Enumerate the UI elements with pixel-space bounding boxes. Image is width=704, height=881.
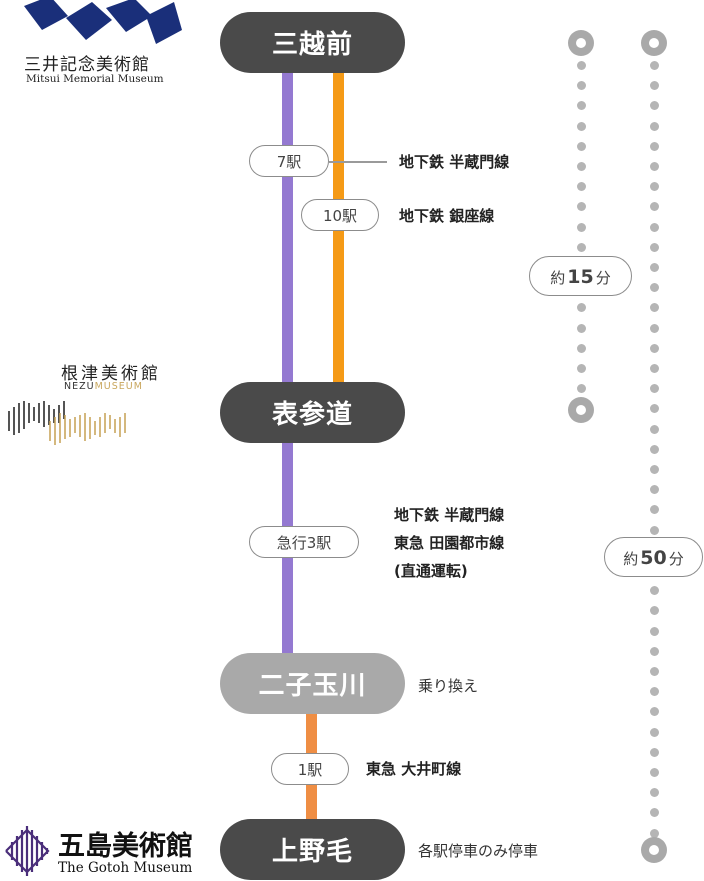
time-dot (577, 343, 586, 353)
ginza-stops-badge: 10駅 (301, 199, 379, 231)
gotoh-name-jp: 五島美術館 (58, 831, 193, 862)
nezu-museum-logo: 根津美術館 NEZUMUSEUM (6, 355, 196, 450)
time-dot (650, 747, 659, 757)
time-dot (650, 586, 659, 596)
nezu-name-en-a: NEZU (64, 381, 95, 392)
nezu-name-jp: 根津美術館 (61, 364, 161, 384)
time-dot (650, 303, 659, 313)
time-dot (650, 606, 659, 616)
time-dot (650, 162, 659, 171)
time-dot (650, 141, 659, 151)
time-dot (650, 505, 659, 515)
time-dot (650, 687, 659, 697)
ginza-line-label: 地下鉄 銀座線 (399, 207, 495, 225)
time-dot (650, 283, 659, 293)
time-dot (650, 182, 659, 192)
time-dot (650, 707, 659, 717)
time-dot (650, 384, 659, 394)
express-stops-badge: 急行3駅 (249, 526, 359, 558)
hanzomon-stops-badge: 7駅 (249, 145, 329, 177)
time-dot (650, 727, 659, 737)
gotoh-emblem-icon (5, 826, 50, 876)
time-dot (650, 485, 659, 495)
hanzomon-line (282, 60, 293, 655)
gotoh-museum-logo: 五島美術館 The Gotoh Museum (0, 822, 205, 880)
time-dot (650, 364, 659, 373)
through-line-label-2: 東急 田園都市線 (394, 534, 505, 552)
time-dot (577, 101, 586, 111)
time-dot (577, 222, 586, 232)
time-dot (650, 525, 659, 535)
nezu-name-en: NEZUMUSEUM (64, 381, 143, 392)
hanzomon-connector (329, 161, 387, 163)
time-dot (650, 323, 659, 333)
start-marker-long (641, 30, 667, 56)
time-prefix: 約 (623, 550, 639, 568)
time-dot (577, 323, 586, 333)
time-dot (577, 121, 586, 131)
time-dot (650, 828, 659, 838)
station-mitsukoshimae[interactable]: 三越前 (220, 12, 405, 73)
time-dot (650, 667, 659, 676)
station-kaminoge[interactable]: 上野毛 (220, 819, 405, 880)
mitsui-name-jp: 三井記念美術館 (24, 55, 150, 75)
time-dot (650, 646, 659, 656)
oimachi-line-label: 東急 大井町線 (366, 760, 462, 778)
mitsui-mark-icon (24, 0, 182, 44)
nezu-name-en-b: MUSEUM (94, 381, 143, 392)
time-dot (650, 202, 659, 212)
oimachi-stops-badge: 1駅 (271, 753, 349, 785)
time-dot (577, 384, 586, 394)
mitsui-name-en: Mitsui Memorial Museum (26, 73, 164, 85)
time-dot (577, 182, 586, 192)
station-futakotamagawa[interactable]: 二子玉川 (220, 653, 405, 714)
time-dot (650, 222, 659, 232)
time-dot (577, 303, 586, 313)
time-dot (577, 61, 586, 70)
time-dot (650, 768, 659, 777)
through-line-label-1: 地下鉄 半蔵門線 (394, 506, 505, 524)
start-marker-short (568, 30, 594, 56)
time-suffix: 分 (595, 269, 611, 287)
time-minutes: 50 (640, 547, 667, 569)
through-line-label-3: (直通運転) (394, 562, 468, 580)
time-dot (650, 404, 659, 414)
nezu-waves-icon (8, 401, 126, 445)
time-dot (577, 162, 586, 171)
gotoh-name-en: The Gotoh Museum (58, 860, 193, 876)
station-omotesando[interactable]: 表参道 (220, 382, 405, 443)
time-badge-long: 約 50 分 (604, 537, 703, 577)
time-dot (650, 444, 659, 454)
time-dot (650, 626, 659, 636)
time-dot (650, 81, 659, 91)
time-prefix: 約 (550, 269, 566, 287)
time-dot (650, 465, 659, 474)
time-suffix: 分 (668, 550, 684, 568)
local-only-note: 各駅停車のみ停車 (418, 842, 539, 860)
time-dot (577, 202, 586, 212)
time-dot (650, 343, 659, 353)
time-minutes: 15 (567, 266, 594, 288)
end-marker-short (568, 397, 594, 423)
time-dot (650, 808, 659, 818)
time-dot (577, 81, 586, 91)
time-dot (650, 424, 659, 434)
time-dot (650, 61, 659, 70)
time-badge-short: 約 15 分 (529, 256, 632, 296)
time-dot (577, 141, 586, 151)
time-dot (650, 101, 659, 111)
end-marker-long (641, 837, 667, 863)
time-dot (650, 788, 659, 798)
time-dot (577, 364, 586, 373)
time-dot (650, 242, 659, 252)
transfer-note: 乗り換え (418, 677, 479, 695)
time-dot (650, 121, 659, 131)
time-dot (577, 242, 586, 252)
time-dot (650, 263, 659, 272)
mitsui-museum-logo: 三井記念美術館 Mitsui Memorial Museum (22, 0, 187, 90)
hanzomon-line-label: 地下鉄 半蔵門線 (399, 153, 510, 171)
